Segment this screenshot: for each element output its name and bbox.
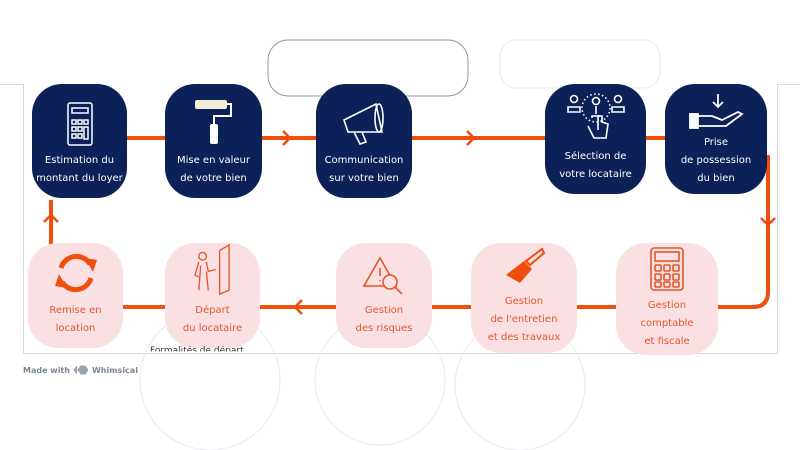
arrow-down-icon — [760, 217, 776, 227]
step-gestion-comptable[interactable]: Gestion comptable et fiscale — [616, 243, 718, 355]
arrow-right-icon — [282, 130, 292, 146]
step-communication[interactable]: Communication sur votre bien — [316, 84, 412, 198]
hand-receive-icon — [689, 94, 744, 129]
step-label: Sélection de votre locataire — [559, 151, 632, 180]
exit-door-icon — [193, 243, 230, 296]
step-label: Mise en valeur de votre bien — [176, 155, 251, 184]
arrow-right-icon — [466, 130, 476, 146]
select-person-icon — [566, 93, 625, 139]
step-label: Gestion de l'entretien et des travaux — [487, 296, 561, 343]
made-with-text: Made with — [23, 365, 70, 375]
arrow-left-icon — [293, 299, 303, 315]
arrow-up-icon — [43, 213, 59, 223]
step-label: Gestion comptable et fiscale — [640, 300, 694, 347]
step-selection[interactable]: Sélection de votre locataire — [545, 84, 646, 194]
paint-roller-icon — [194, 100, 232, 144]
step-remise-en-location[interactable]: Remise en location — [28, 243, 123, 348]
step-estimation[interactable]: Estimation du montant du loyer — [32, 84, 127, 198]
step-gestion-risques[interactable]: Gestion des risques — [336, 243, 432, 348]
step-label: Prise de possession du bien — [680, 137, 752, 184]
paintbrush-icon — [506, 247, 546, 283]
step-gestion-entretien[interactable]: Gestion de l'entretien et des travaux — [471, 243, 577, 353]
calculator-icon — [66, 102, 93, 146]
step-label: Estimation du montant du loyer — [36, 155, 123, 184]
departure-note: Formalités de départ — [150, 346, 244, 356]
step-mise-en-valeur[interactable]: Mise en valeur de votre bien — [165, 84, 262, 198]
step-label: Départ du locataire — [182, 305, 243, 334]
step-depart-locataire[interactable]: Départ du locataire — [165, 243, 260, 348]
step-label: Communication sur votre bien — [324, 155, 404, 184]
step-prise-possession[interactable]: Prise de possession du bien — [665, 84, 767, 194]
calculator-icon — [650, 247, 684, 291]
refresh-icon — [54, 253, 97, 293]
step-label: Gestion des risques — [355, 305, 413, 334]
risk-search-icon — [362, 256, 403, 295]
whimsical-badge[interactable]: Made with Whimsical — [23, 365, 138, 375]
step-label: Remise en location — [49, 305, 102, 334]
whimsical-brand: Whimsical — [91, 365, 138, 375]
whimsical-logo-icon — [73, 365, 88, 375]
megaphone-icon — [343, 102, 384, 145]
